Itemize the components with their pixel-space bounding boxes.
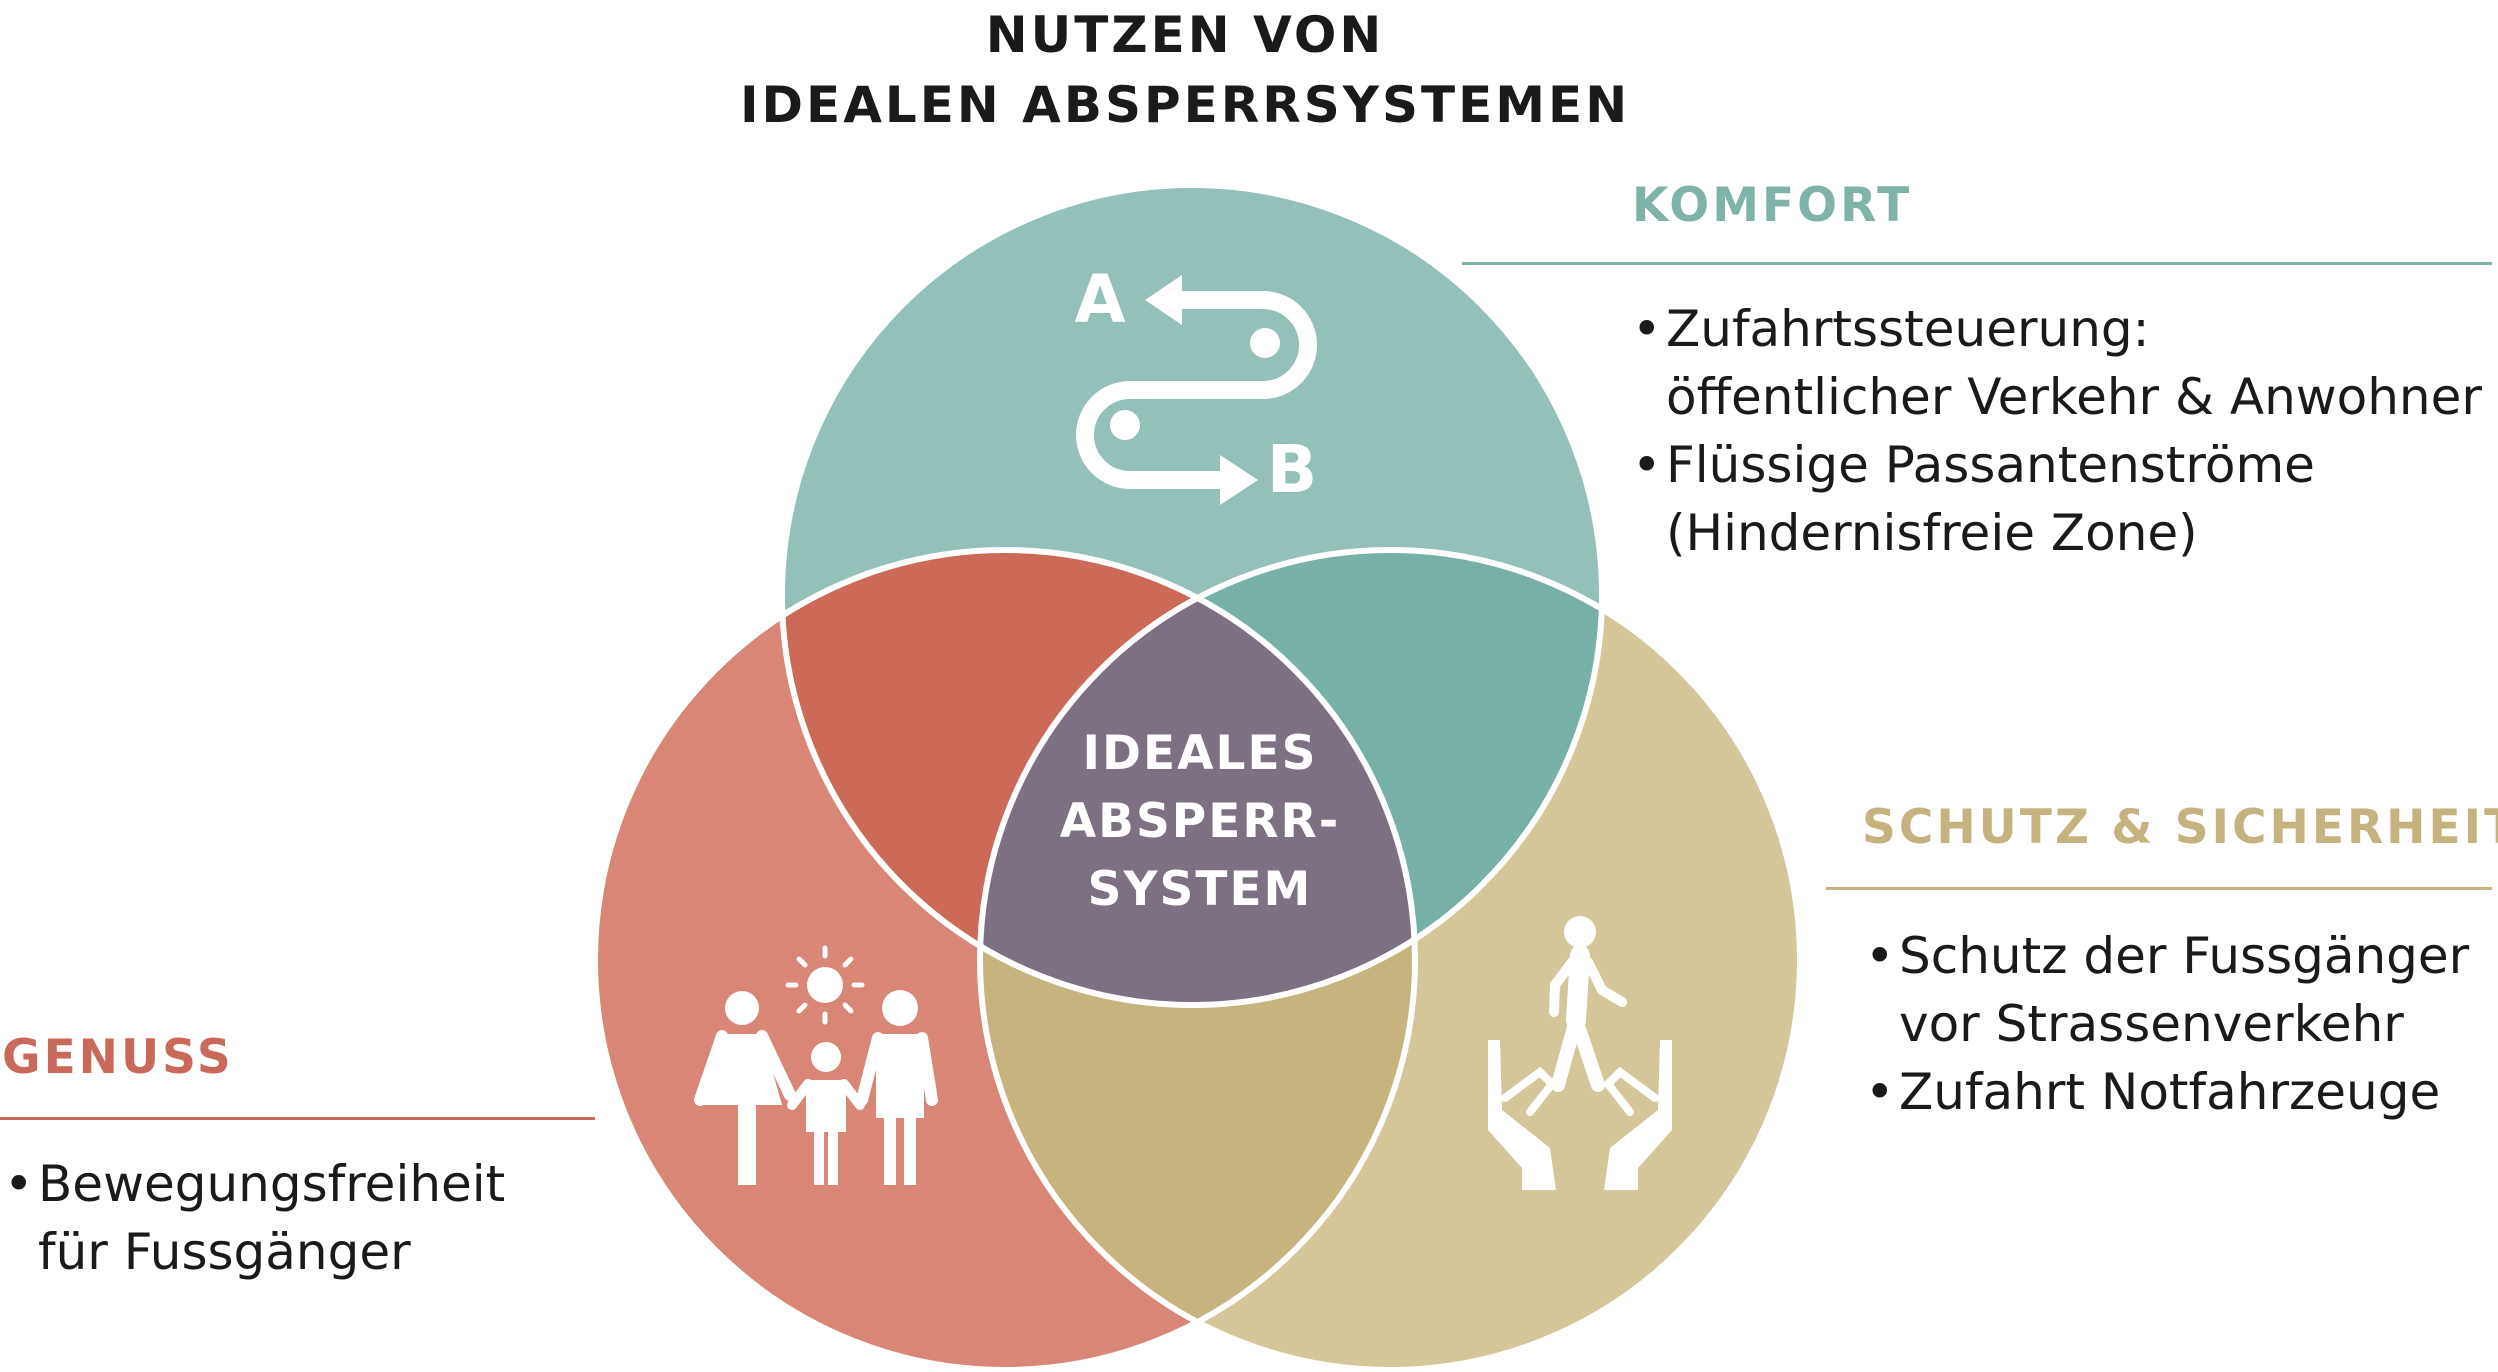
list-item: Zufahrtssteuerung: öffentlicher Verkehr … xyxy=(1632,295,2482,431)
pedestrian-in-hands-icon xyxy=(1488,916,1672,1190)
center-label-line-3: SYSTEM xyxy=(1087,862,1313,917)
komfort-list: Zufahrtssteuerung: öffentlicher Verkehr … xyxy=(1632,295,2482,567)
center-label: IDEALES ABSPERR- SYSTEM xyxy=(1050,720,1350,924)
list-item: Zufahrt Notfahrzeuge xyxy=(1865,1058,2469,1126)
schutz-list: Schutz der Fussgänger vor Strassenverkeh… xyxy=(1865,922,2469,1126)
list-item: Flüssige Passantenströme (Hindernisfreie… xyxy=(1632,431,2482,567)
komfort-heading: KOMFORT xyxy=(1632,178,1913,233)
komfort-divider xyxy=(1462,262,2492,265)
diagram-title: NUTZEN VON IDEALEN ABSPERRSYSTEMEN xyxy=(0,0,2370,140)
svg-text:B: B xyxy=(1267,431,1317,508)
center-label-line-1: IDEALES xyxy=(1082,726,1318,781)
genuss-divider xyxy=(0,1117,595,1120)
route-a-to-b-icon: A B xyxy=(1074,261,1317,508)
genuss-heading: GENUSS xyxy=(2,1030,234,1085)
title-line-2: IDEALEN ABSPERRSYSTEMEN xyxy=(739,76,1631,134)
list-item: Bewegungsfreiheit für Fussgänger xyxy=(4,1150,505,1286)
schutz-heading: SCHUTZ & SICHERHEIT xyxy=(1862,800,2498,855)
schutz-divider xyxy=(1826,887,2492,890)
genuss-list: Bewegungsfreiheit für Fussgänger xyxy=(4,1150,505,1286)
title-line-1: NUTZEN VON xyxy=(985,6,1385,64)
list-item: Schutz der Fussgänger vor Strassenverkeh… xyxy=(1865,922,2469,1058)
center-label-line-2: ABSPERR- xyxy=(1059,794,1341,849)
svg-text:A: A xyxy=(1074,261,1125,338)
family-with-sun-icon xyxy=(694,945,938,1185)
